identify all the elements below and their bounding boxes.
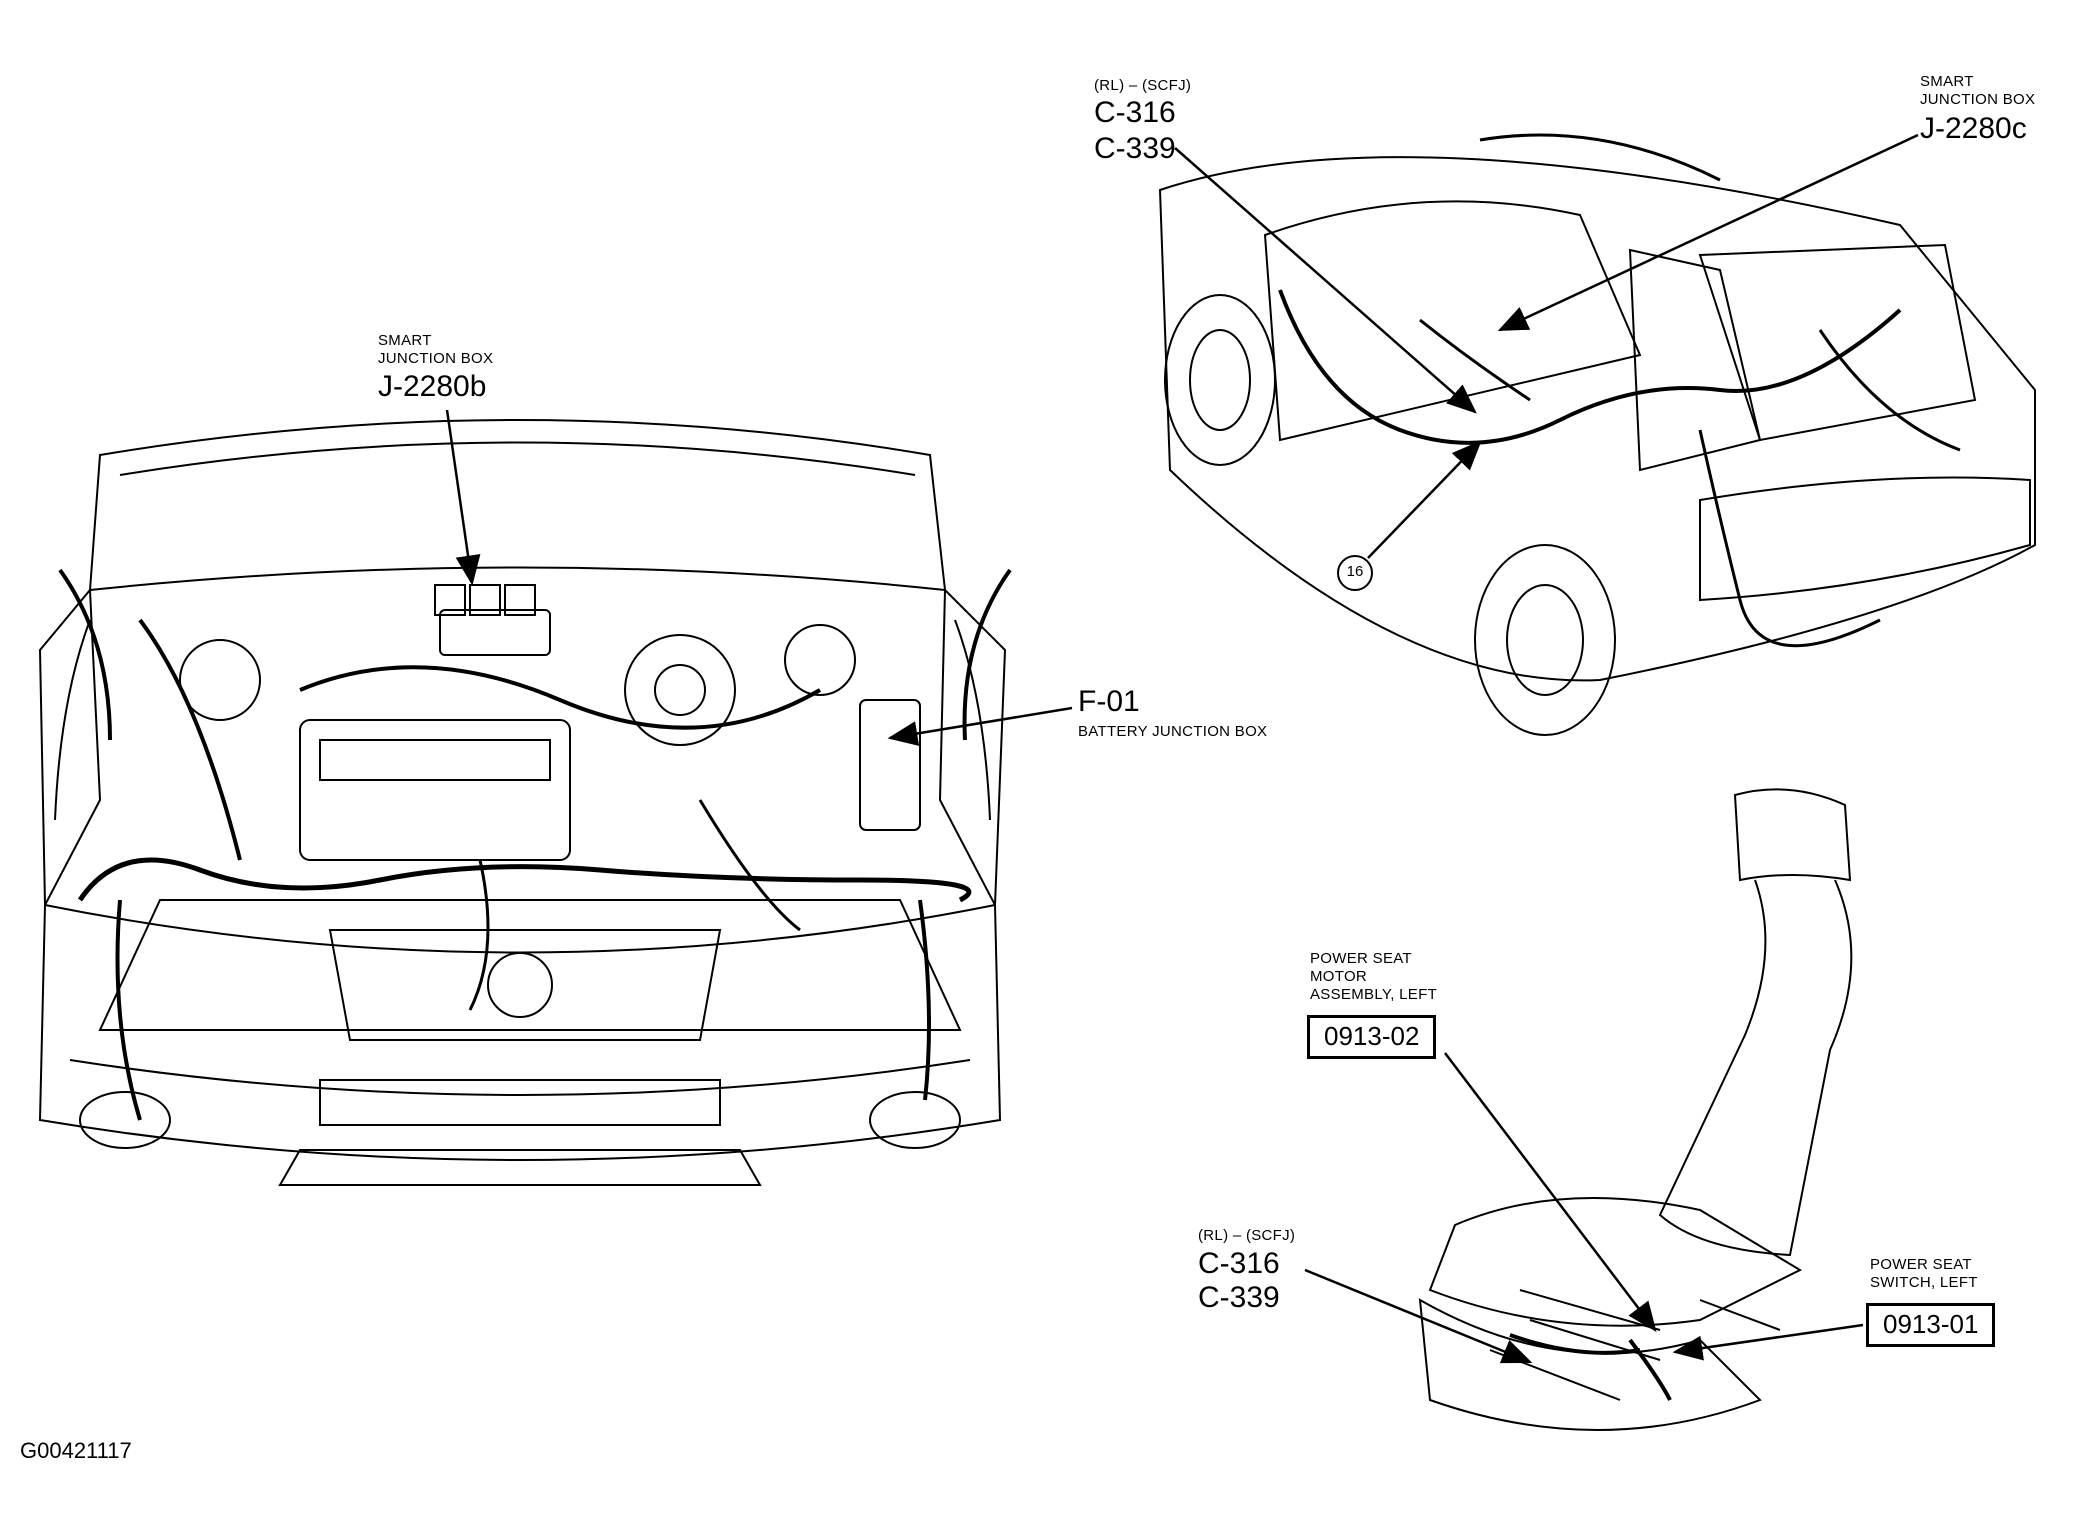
motor-label-line1: POWER SEAT [1310,950,1412,967]
seat-conn-c316: C-316 [1198,1247,1280,1280]
rear-vehicle-illustration [1158,133,2036,736]
switch-label-line2: SWITCH, LEFT [1870,1274,1978,1291]
motor-id-box: 0913-02 [1307,1015,1437,1059]
rear-conn-prefix: (RL) – (SCFJ) [1094,77,1192,94]
callout-circle [1337,555,1373,591]
sjb-b-id: J-2280b [378,370,487,403]
engine-bay-illustration [38,419,1012,1186]
rear-conn-c316: C-316 [1094,96,1176,129]
motor-label-line3: ASSEMBLY, LEFT [1310,986,1438,1003]
figure-code: G00421117 [20,1438,132,1463]
sjb-c-label-line1: SMART [1920,73,1974,90]
rear-conn-c339: C-339 [1094,132,1176,165]
leader-lines [445,133,1919,1364]
bjb-id: F-01 [1078,685,1140,718]
switch-id-box: 0913-01 [1866,1303,1996,1347]
seat-conn-c339: C-339 [1198,1281,1280,1314]
bjb-label: BATTERY JUNCTION BOX [1078,723,1268,740]
sjb-c-id: J-2280c [1920,112,2027,145]
seat-conn-prefix: (RL) – (SCFJ) [1198,1227,1296,1244]
switch-label-line1: POWER SEAT [1870,1256,1972,1273]
sjb-b-label-line2: JUNCTION BOX [378,350,494,367]
sjb-c-label-line2: JUNCTION BOX [1920,91,2036,108]
sjb-b-label-line1: SMART [378,332,432,349]
power-seat-illustration [1418,788,1853,1431]
motor-label-line2: MOTOR [1310,968,1368,985]
callout-16: 16 [1346,563,1364,580]
